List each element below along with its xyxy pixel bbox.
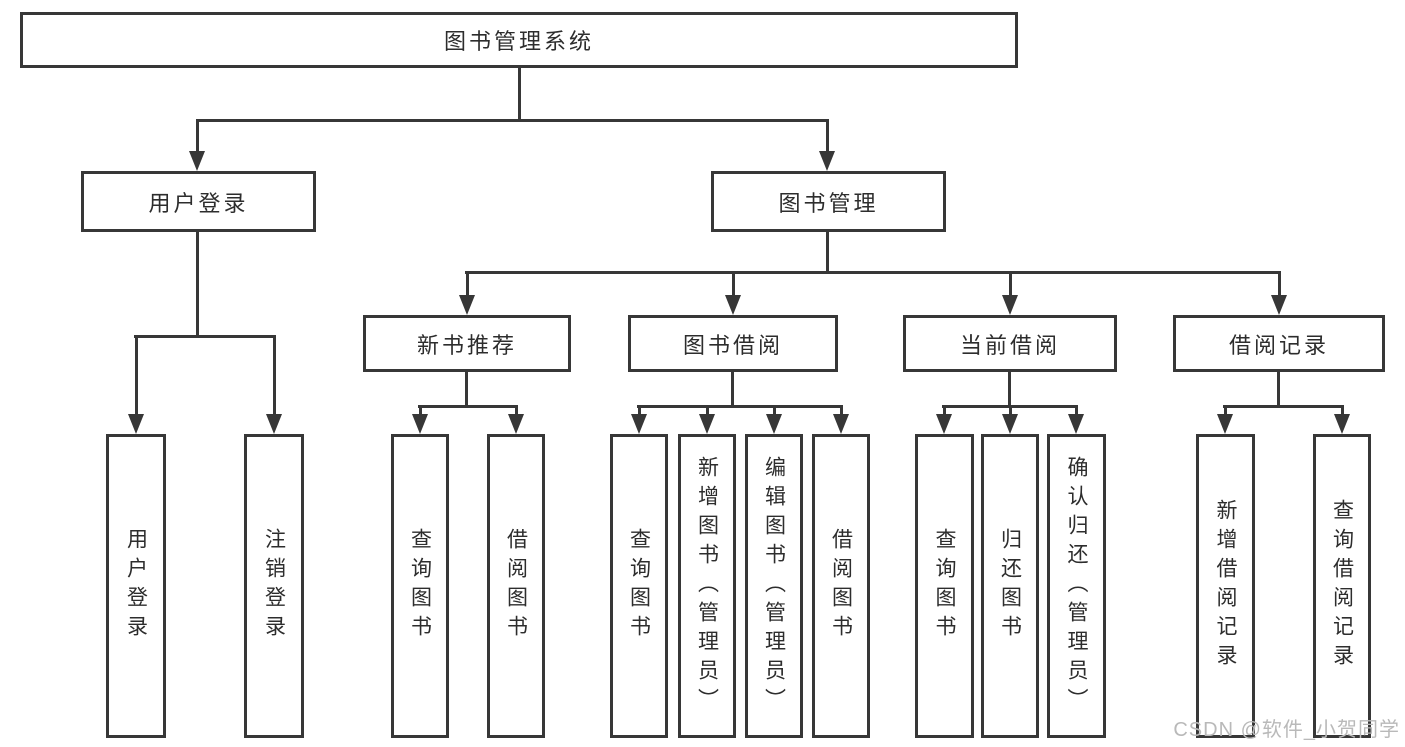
leaf-add-borrow-record: 新增借阅记录 <box>1196 434 1255 738</box>
arrow-head-icon <box>1271 295 1287 315</box>
node-user-login: 用户登录 <box>81 171 316 232</box>
connector-line-horizontal <box>1223 405 1344 408</box>
leaf-confirm-return-admin: 确认归还（管理员） <box>1047 434 1106 738</box>
arrow-stem <box>942 407 946 420</box>
connector-line-vertical <box>517 68 521 122</box>
node-root-label: 图书管理系统 <box>443 29 594 54</box>
arrow-stem <box>772 407 776 420</box>
arrow-stem <box>1277 273 1281 301</box>
arrow-stem <box>825 121 829 157</box>
connector-line-vertical <box>730 372 734 408</box>
arrow-head-icon <box>508 414 524 434</box>
leaf-logout: 注销登录 <box>244 434 304 738</box>
arrow-stem <box>465 273 469 301</box>
node-book-borrow-label: 图书借阅 <box>682 332 783 358</box>
arrow-head-icon <box>128 414 144 434</box>
leaf-query-books-3: 查询图书 <box>915 434 974 738</box>
leaf-user-login: 用户登录 <box>106 434 166 738</box>
leaf-query-books-2-label: 查询图书 <box>627 528 651 644</box>
arrow-head-icon <box>631 414 647 434</box>
arrow-head-icon <box>725 295 741 315</box>
connector-line-horizontal <box>196 119 829 122</box>
arrow-stem <box>1008 273 1012 301</box>
leaf-query-books-1-label: 查询图书 <box>408 528 432 644</box>
connector-line-vertical <box>464 372 468 408</box>
arrow-stem <box>705 407 709 420</box>
leaf-edit-books-admin-label: 编辑图书（管理员） <box>762 455 786 717</box>
node-borrow-records-label: 借阅记录 <box>1228 332 1329 358</box>
node-current-borrow-label: 当前借阅 <box>959 332 1060 358</box>
leaf-edit-books-admin: 编辑图书（管理员） <box>745 434 803 738</box>
node-new-book-recommend-label: 新书推荐 <box>416 332 517 358</box>
arrow-head-icon <box>766 414 782 434</box>
arrow-stem <box>637 407 641 420</box>
arrow-head-icon <box>833 414 849 434</box>
arrow-stem <box>195 121 199 157</box>
leaf-add-books-admin-label: 新增图书（管理员） <box>695 455 719 717</box>
leaf-borrow-books-1-label: 借阅图书 <box>504 528 528 644</box>
connector-line-horizontal <box>465 271 1281 274</box>
arrow-head-icon <box>1217 414 1233 434</box>
connector-line-vertical <box>1007 372 1011 408</box>
leaf-query-borrow-record-label: 查询借阅记录 <box>1330 499 1354 673</box>
arrow-head-icon <box>459 295 475 315</box>
arrow-stem <box>839 407 843 420</box>
node-new-book-recommend: 新书推荐 <box>363 315 571 372</box>
connector-line-vertical <box>1276 372 1280 408</box>
arrow-head-icon <box>1002 414 1018 434</box>
arrow-head-icon <box>1068 414 1084 434</box>
arrow-head-icon <box>412 414 428 434</box>
arrow-stem <box>1340 407 1344 420</box>
leaf-user-login-label: 用户登录 <box>124 528 148 644</box>
arrow-stem <box>134 337 138 420</box>
leaf-query-books-2: 查询图书 <box>610 434 668 738</box>
connector-line-vertical <box>195 232 199 338</box>
node-book-management: 图书管理 <box>711 171 946 232</box>
leaf-query-borrow-record: 查询借阅记录 <box>1313 434 1371 738</box>
node-current-borrow: 当前借阅 <box>903 315 1117 372</box>
leaf-borrow-books-1: 借阅图书 <box>487 434 545 738</box>
arrow-stem <box>272 337 276 420</box>
arrow-head-icon <box>936 414 952 434</box>
arrow-head-icon <box>819 151 835 171</box>
leaf-add-books-admin: 新增图书（管理员） <box>678 434 736 738</box>
leaf-query-books-1: 查询图书 <box>391 434 449 738</box>
leaf-return-books-label: 归还图书 <box>998 528 1022 644</box>
node-book-management-label: 图书管理 <box>778 190 879 216</box>
connector-line-horizontal <box>418 405 518 408</box>
watermark: CSDN @软件_小贺同学 <box>1173 719 1400 741</box>
leaf-confirm-return-admin-label: 确认归还（管理员） <box>1065 455 1089 717</box>
connector-line-horizontal <box>134 335 276 338</box>
arrow-stem <box>514 407 518 420</box>
arrow-stem <box>731 273 735 301</box>
arrow-head-icon <box>1002 295 1018 315</box>
arrow-stem <box>1074 407 1078 420</box>
connector-line-horizontal <box>942 405 1078 408</box>
arrow-head-icon <box>1334 414 1350 434</box>
arrow-stem <box>1223 407 1227 420</box>
leaf-add-borrow-record-label: 新增借阅记录 <box>1214 499 1238 673</box>
arrow-stem <box>1008 407 1012 420</box>
connector-line-horizontal <box>637 405 843 408</box>
arrow-stem <box>418 407 422 420</box>
node-user-login-label: 用户登录 <box>148 190 249 216</box>
leaf-query-books-3-label: 查询图书 <box>933 528 957 644</box>
leaf-borrow-books-2-label: 借阅图书 <box>829 528 853 644</box>
node-root: 图书管理系统 <box>20 12 1018 68</box>
arrow-head-icon <box>266 414 282 434</box>
arrow-head-icon <box>699 414 715 434</box>
node-book-borrow: 图书借阅 <box>628 315 838 372</box>
leaf-borrow-books-2: 借阅图书 <box>812 434 870 738</box>
leaf-return-books: 归还图书 <box>981 434 1039 738</box>
connector-line-vertical <box>825 232 829 274</box>
leaf-logout-label: 注销登录 <box>262 528 286 644</box>
arrow-head-icon <box>189 151 205 171</box>
node-borrow-records: 借阅记录 <box>1173 315 1385 372</box>
